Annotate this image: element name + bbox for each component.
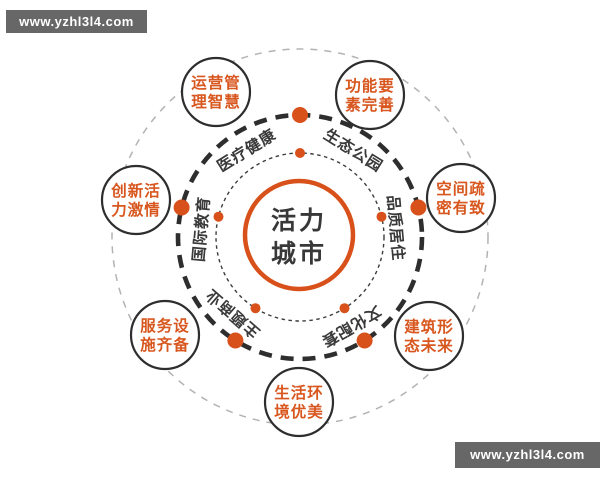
ring-label-eco-park: 生态公园	[321, 125, 387, 176]
node-functional-elements: 功能要 素完善	[334, 59, 406, 131]
node-label-line1: 空间疏	[436, 179, 486, 198]
node-label-line1: 服务设	[140, 316, 190, 335]
ring-dot	[227, 332, 244, 349]
node-label-line2: 力激情	[111, 200, 161, 219]
node-outline	[263, 366, 335, 438]
center-circle-outline	[242, 178, 356, 292]
node-label-line2: 境优美	[274, 402, 324, 421]
ring-dot	[292, 107, 308, 123]
ring-dot	[376, 211, 387, 222]
center-node: 活力 城市	[242, 178, 356, 292]
watermark-top-left: www.yzhl3l4.com	[6, 10, 147, 33]
outer-ring-dots	[173, 107, 427, 349]
node-innovation-vitality: 创新活 力激情	[100, 164, 172, 236]
ring-dot	[410, 199, 427, 216]
node-label-line2: 理智慧	[191, 92, 241, 111]
ring-dot	[173, 199, 190, 216]
node-outline	[100, 164, 172, 236]
ring-label-medical-health: 医疗健康	[213, 125, 279, 176]
ring-dot	[356, 332, 373, 349]
ring-label-intl-education: 国际教育	[189, 195, 214, 262]
node-outline	[180, 56, 252, 128]
node-outline	[393, 300, 465, 372]
ring-label-quality-living: 品质居住	[384, 194, 409, 261]
node-outline	[425, 162, 497, 234]
ring-dot	[250, 303, 261, 314]
center-label-line1: 活力	[271, 207, 327, 235]
node-label-line2: 密有致	[436, 198, 486, 217]
node-label-line1: 创新活	[110, 181, 161, 200]
node-label-line2: 素完善	[345, 95, 395, 114]
node-label-line2: 态未来	[404, 336, 454, 355]
node-outline	[129, 299, 201, 371]
node-architectural-form: 建筑形 态未来	[393, 300, 465, 372]
node-label-line1: 建筑形	[404, 317, 454, 336]
ring-dot	[295, 148, 305, 158]
watermark-bottom-right: www.yzhl3l4.com	[455, 442, 600, 468]
node-outline	[334, 59, 406, 131]
inner-ring-dots	[213, 148, 387, 314]
node-label-line1: 生活环	[274, 383, 324, 402]
node-service-facilities: 服务设 施齐备	[129, 299, 201, 371]
node-living-environment: 生活环 境优美	[263, 366, 335, 438]
node-spatial-density: 空间疏 密有致	[425, 162, 497, 234]
center-label-line2: 城市	[271, 239, 327, 268]
node-operation-management: 运营管 理智慧	[180, 56, 252, 128]
node-label-line1: 功能要	[345, 76, 395, 95]
ring-label-cultural-amenities: 文化配套	[318, 302, 385, 351]
node-label-line2: 施齐备	[140, 335, 190, 354]
node-label-line1: 运营管	[191, 73, 241, 92]
ring-dot	[213, 211, 224, 222]
ring-dot	[339, 303, 350, 314]
